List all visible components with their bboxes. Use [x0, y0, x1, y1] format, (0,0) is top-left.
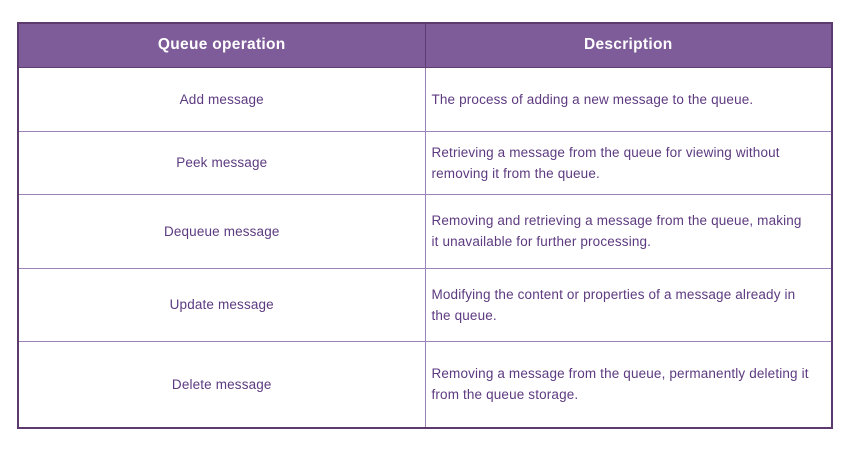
- description-cell: The process of adding a new message to t…: [424, 66, 833, 132]
- description-cell: Retrieving a message from the queue for …: [424, 130, 833, 195]
- column-header-description: Description: [424, 22, 833, 68]
- operation-cell: Update message: [17, 267, 426, 342]
- operation-cell: Delete message: [17, 340, 426, 429]
- description-cell: Modifying the content or properties of a…: [424, 267, 833, 342]
- operation-cell: Peek message: [17, 130, 426, 195]
- operation-cell: Add message: [17, 66, 426, 132]
- header-row: Queue operation Description: [17, 22, 833, 68]
- column-header-queue-operation: Queue operation: [17, 22, 426, 68]
- operation-cell: Dequeue message: [17, 193, 426, 269]
- description-cell: Removing and retrieving a message from t…: [424, 193, 833, 269]
- description-cell: Removing a message from the queue, perma…: [424, 340, 833, 429]
